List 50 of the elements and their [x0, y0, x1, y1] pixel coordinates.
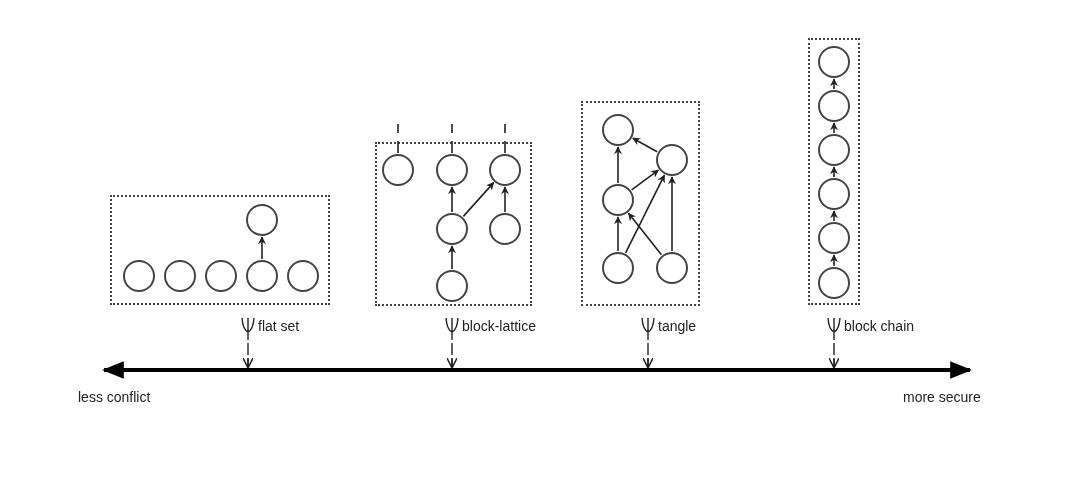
dotted-frame — [110, 195, 330, 305]
arrow — [448, 245, 456, 270]
axis-end-label: less conflict — [78, 389, 151, 405]
block-node — [818, 46, 850, 78]
dotted-frame — [375, 142, 532, 306]
block-node — [287, 260, 319, 292]
arrow — [258, 236, 266, 260]
block-node — [818, 178, 850, 210]
arrow — [614, 216, 622, 252]
structure-label: tangle — [658, 318, 697, 334]
arrow — [632, 137, 658, 153]
block-node — [489, 154, 521, 186]
arrow — [624, 174, 666, 254]
block-node — [382, 154, 414, 186]
arrow — [830, 166, 838, 178]
arrow — [448, 186, 456, 213]
arrow — [830, 122, 838, 134]
block-node — [246, 204, 278, 236]
block-node — [436, 270, 468, 302]
block-node — [818, 222, 850, 254]
arrow — [668, 176, 676, 252]
block-node — [205, 260, 237, 292]
arrow — [462, 181, 495, 218]
block-node — [123, 260, 155, 292]
block-node — [246, 260, 278, 292]
axis-end-label: more secure — [903, 389, 981, 405]
arrow — [501, 186, 509, 213]
block-node — [656, 252, 688, 284]
arrow — [830, 78, 838, 90]
dotted-frame — [581, 101, 700, 306]
block-node — [436, 213, 468, 245]
block-node — [818, 134, 850, 166]
block-node — [818, 267, 850, 299]
block-node — [818, 90, 850, 122]
block-node — [602, 184, 634, 216]
arrow — [830, 210, 838, 222]
dotted-frame — [808, 38, 860, 305]
arrow — [627, 212, 663, 256]
block-node — [656, 144, 688, 176]
structure-label: block chain — [844, 318, 915, 334]
arrow — [630, 169, 660, 191]
arrow — [614, 146, 622, 184]
block-node — [602, 114, 634, 146]
block-node — [164, 260, 196, 292]
block-node — [489, 213, 521, 245]
structure-label: block-lattice — [462, 318, 536, 334]
block-node — [436, 154, 468, 186]
structure-label: flat set — [258, 318, 300, 334]
arrow — [830, 254, 838, 267]
block-node — [602, 252, 634, 284]
